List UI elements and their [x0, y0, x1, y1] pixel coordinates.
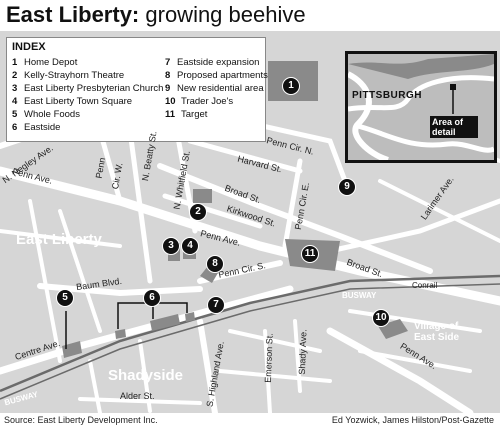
marker-1: 1 — [282, 77, 300, 95]
credit-note: Ed Yozwick, James Hilston/Post-Gazette — [331, 415, 494, 425]
marker-3: 3 — [162, 237, 180, 255]
marker-7: 7 — [207, 296, 225, 314]
penn-cir-e-road — [282, 158, 303, 249]
penn-ave-road — [0, 166, 500, 306]
parcel-eastside-1 — [115, 329, 126, 339]
harvard-st-road — [187, 138, 303, 174]
village-east-side-label: Village of East Side — [414, 321, 460, 343]
inset-detail-square — [450, 84, 456, 90]
busway-label-east: BUSWAY — [342, 291, 377, 300]
misc-street-6 — [228, 329, 322, 353]
inset-river-south — [357, 123, 494, 153]
marker-5: 5 — [56, 289, 74, 307]
busway-line — [0, 283, 500, 400]
marker-8: 8 — [206, 255, 224, 273]
source-note: Source: East Liberty Development Inc. — [4, 415, 158, 425]
misc-street-5 — [88, 359, 102, 413]
s-highland-ave-road — [197, 318, 218, 413]
marker-11: 11 — [301, 245, 319, 263]
emerson-st-road — [263, 329, 272, 413]
centre-ave-road — [0, 285, 294, 375]
title-bold: East Liberty: — [6, 2, 140, 27]
inset-river-west — [348, 71, 390, 160]
inset-rivers — [348, 54, 494, 160]
inset-city-label: PITTSBURGH — [352, 90, 422, 101]
penn-ave-southeast-road — [326, 327, 474, 413]
baum-blvd-road — [37, 283, 203, 297]
misc-street-4 — [138, 339, 152, 413]
emerson-st-label: Emerson St. — [262, 333, 275, 383]
broad-st-road — [157, 163, 433, 274]
cir-w-road — [97, 128, 123, 204]
alder-st-road — [78, 397, 202, 405]
parcel-whole-foods — [62, 341, 82, 358]
parcel-eastside-2 — [150, 314, 180, 331]
misc-street-11 — [378, 179, 500, 243]
conrail-label: Conrail — [412, 281, 438, 290]
marker-10: 10 — [372, 309, 390, 327]
shady-ave-label: Shady Ave. — [296, 329, 309, 375]
alder-st-label: Alder St. — [120, 391, 155, 401]
inset-river-north — [348, 75, 494, 112]
index-header: INDEX — [12, 41, 46, 53]
kirkwood-st-road — [162, 193, 263, 229]
inset-county-shade — [348, 54, 494, 79]
penn-cir-n-road — [237, 118, 348, 184]
marker-6: 6 — [143, 289, 161, 307]
n-beatty-st-road — [127, 128, 153, 284]
inset-detail-label: Area of detail — [430, 116, 478, 138]
marker-9: 9 — [338, 178, 356, 196]
parcel-kelly-strayhorn — [193, 189, 212, 203]
inset-map: PITTSBURGH Area of detail — [345, 51, 497, 163]
marker-4: 4 — [181, 237, 199, 255]
marker-2: 2 — [189, 203, 207, 221]
shadyside-label: Shadyside — [108, 367, 184, 384]
larimer-ave-road — [327, 198, 500, 254]
misc-street-1 — [28, 199, 62, 363]
misc-street-7 — [218, 369, 332, 383]
misc-street-9 — [358, 349, 472, 373]
misc-street-2 — [58, 209, 102, 333]
misc-street-8 — [348, 309, 482, 333]
title-subtitle: growing beehive — [139, 2, 306, 27]
parcel-eastside-3 — [185, 312, 195, 322]
rail-line — [0, 274, 500, 393]
east-liberty-label: East Liberty — [16, 231, 102, 248]
map-title: East Liberty: growing beehive — [6, 1, 306, 29]
misc-street-3 — [0, 229, 122, 248]
